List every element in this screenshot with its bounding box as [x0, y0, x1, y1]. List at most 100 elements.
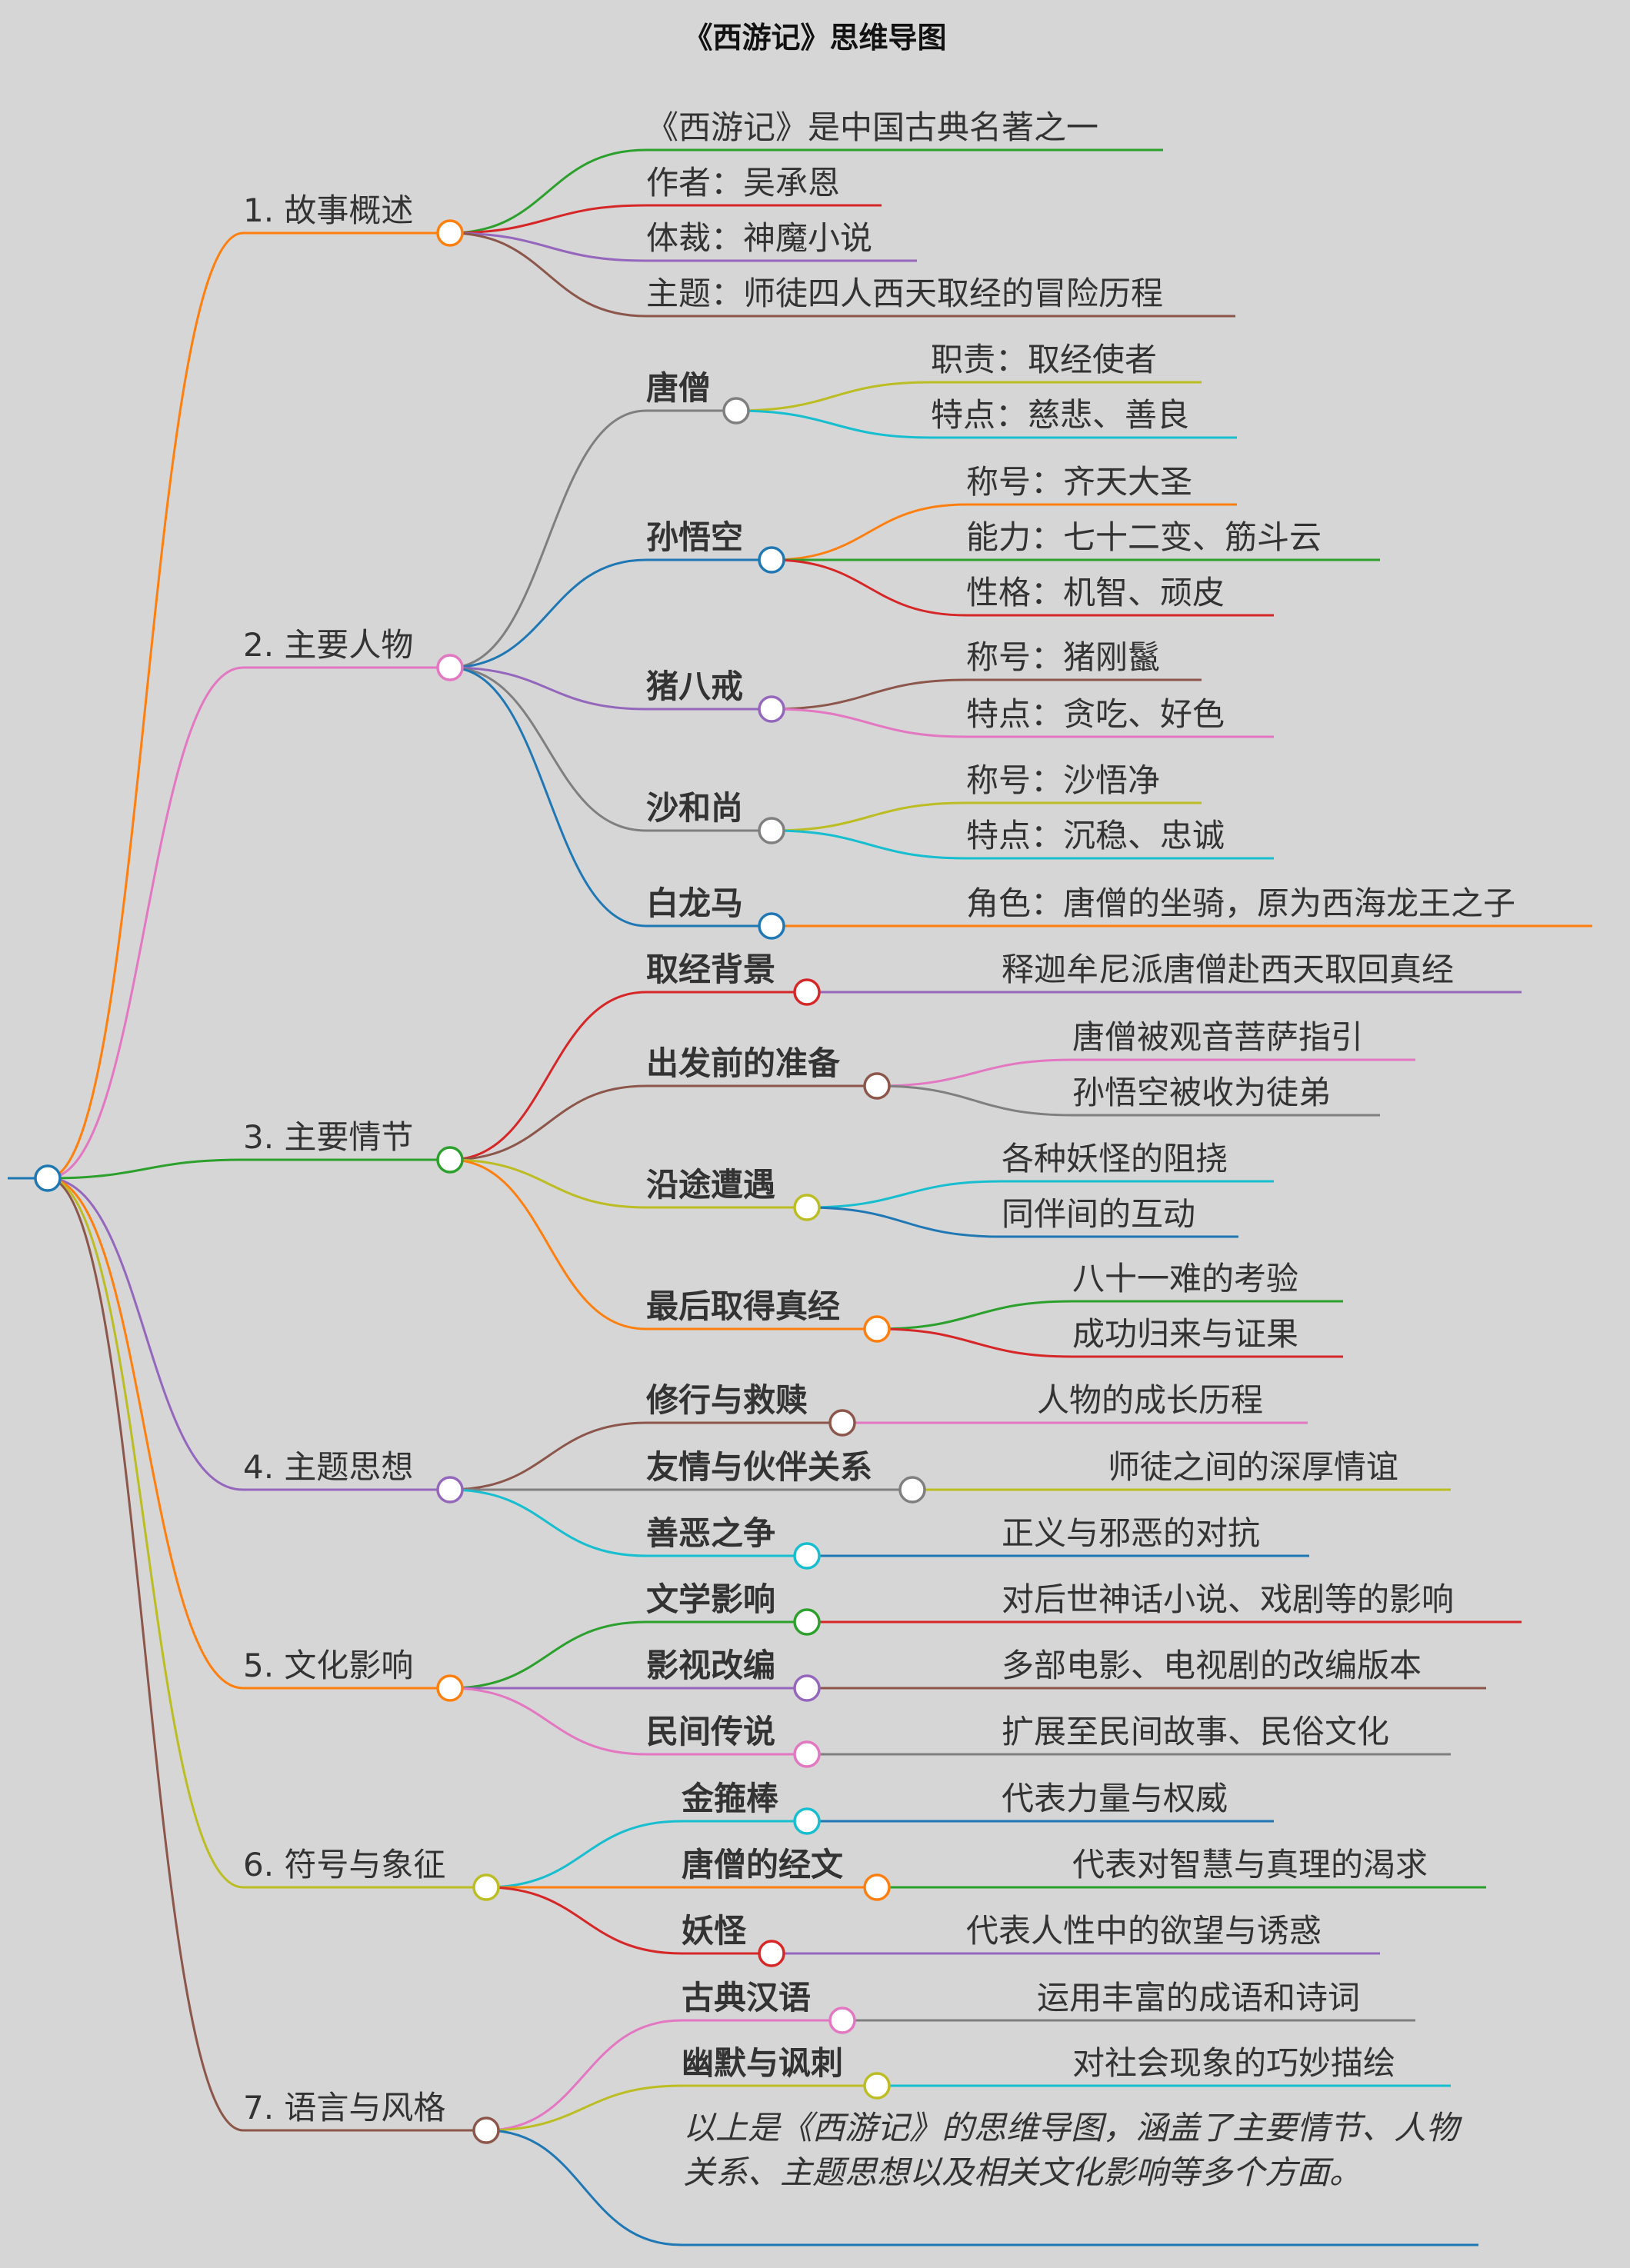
node-dot-b5c1[interactable] [793, 1608, 821, 1636]
link-b1c1 [449, 148, 647, 235]
node-label-b1c3: 体裁：神魔小说 [646, 219, 873, 257]
link-b6 [47, 1177, 244, 1889]
node-label-b5c1a: 对后世神话小说、戏剧等的影响 [1002, 1580, 1455, 1618]
link-b2c1 [449, 409, 647, 669]
node-label-b3: 3. 主要情节 [243, 1118, 414, 1156]
link-b2c1b [735, 409, 932, 439]
link-b2c4a [771, 801, 967, 832]
node-dot-b4[interactable] [436, 1476, 464, 1504]
node-label-b2c5a: 角色：唐僧的坐骑，原为西海龙王之子 [966, 884, 1516, 922]
node-dot-b3c3[interactable] [793, 1194, 821, 1221]
link-b2c4b [771, 829, 967, 860]
link-b3c3 [449, 1158, 647, 1209]
link-b3c4a [876, 1300, 1073, 1330]
node-dot-b6c3[interactable] [758, 1940, 785, 1967]
node-dot-b2c2[interactable] [758, 546, 785, 574]
link-b1c3 [449, 231, 647, 262]
node-dot-b6[interactable] [472, 1873, 500, 1901]
node-label-b5c2a: 多部电影、电视剧的改编版本 [1002, 1647, 1422, 1684]
link-b3c3b [806, 1206, 1002, 1238]
link-b4 [47, 1177, 244, 1491]
node-dot-b3c1[interactable] [793, 978, 821, 1006]
link-b2c3a [771, 678, 967, 711]
node-dot-b5[interactable] [436, 1674, 464, 1702]
node-dot-b6c2[interactable] [863, 1873, 891, 1901]
node-label-b2c3: 猪八戒 [646, 668, 744, 705]
node-label-b4c3a: 正义与邪恶的对抗 [1002, 1514, 1261, 1552]
link-b5c3 [449, 1687, 647, 1756]
node-label-b2c2a: 称号：齐天大圣 [966, 463, 1193, 501]
node-label-b5c2: 影视改编 [646, 1647, 776, 1684]
link-b6c1 [485, 1820, 682, 1889]
node-dot-b2c5[interactable] [758, 912, 785, 940]
node-label-b1c4: 主题：师徒四人西天取经的冒险历程 [646, 275, 1164, 312]
link-b4c3 [449, 1488, 647, 1557]
node-dot-b7c1[interactable] [828, 2007, 856, 2034]
node-dot-b5c3[interactable] [793, 1740, 821, 1768]
node-dot-b5c2[interactable] [793, 1674, 821, 1702]
node-dot-b2c1[interactable] [722, 397, 750, 425]
link-b3c2b [876, 1084, 1073, 1117]
node-dot-b2c4[interactable] [758, 817, 785, 844]
link-b6c3 [485, 1886, 682, 1955]
node-label-b2c5: 白龙马 [646, 884, 744, 922]
node-label-b2c4b: 特点：沉稳、忠诚 [966, 817, 1225, 854]
node-dot-b7c2[interactable] [863, 2072, 891, 2100]
node-dot-b4c1[interactable] [828, 1409, 856, 1437]
link-b7c2 [485, 2084, 682, 2132]
node-label-b3c3: 沿途遭遇 [646, 1166, 776, 1204]
node-label-b3c3a: 各种妖怪的阻挠 [1002, 1140, 1228, 1177]
node-dot-b4c3[interactable] [793, 1542, 821, 1570]
link-b2 [47, 666, 244, 1180]
link-b7c3 [485, 2129, 682, 2246]
node-label-b7c2: 幽默与讽刺 [682, 2044, 844, 2082]
node-label-b2c2: 孙悟空 [646, 518, 744, 556]
link-b3c3a [806, 1180, 1002, 1209]
link-b7 [47, 1177, 244, 2132]
node-dot-b2c3[interactable] [758, 695, 785, 723]
node-label-b6c1a: 代表力量与权威 [1002, 1780, 1228, 1817]
node-dot-b3c2[interactable] [863, 1072, 891, 1100]
node-dot-b2[interactable] [436, 654, 464, 681]
node-label-b6c3: 妖怪 [682, 1912, 747, 1950]
link-b1c4 [449, 231, 647, 318]
link-b1 [47, 231, 244, 1180]
link-b7c1 [485, 2019, 682, 2132]
link-b2c2c [771, 558, 967, 617]
link-b3 [47, 1158, 244, 1180]
node-label-b3c4a: 八十一难的考验 [1072, 1260, 1299, 1297]
node-label-b4c1a: 人物的成长历程 [1037, 1381, 1264, 1419]
node-dot-b7[interactable] [472, 2116, 500, 2144]
node-label-b2c4a: 称号：沙悟净 [966, 761, 1161, 799]
node-label-b2c3b: 特点：贪吃、好色 [966, 695, 1225, 733]
node-dot-b4c2[interactable] [898, 1476, 926, 1504]
node-label-b3c2b: 孙悟空被收为徒弟 [1072, 1074, 1332, 1111]
link-b3c1 [449, 991, 647, 1161]
page-title: 《西游记》思维导图 [683, 21, 947, 55]
node-label-b7c1a: 运用丰富的成语和诗词 [1037, 1979, 1361, 2017]
node-label-b3c2a: 唐僧被观音菩萨指引 [1072, 1018, 1364, 1056]
link-b2c3b [771, 708, 967, 738]
node-label-b5c1: 文学影响 [646, 1580, 776, 1618]
node-label-b3c1: 取经背景 [646, 951, 776, 988]
node-label-b4: 4. 主题思想 [243, 1448, 414, 1486]
node-label-b3c2: 出发前的准备 [646, 1044, 841, 1082]
root-node-dot[interactable] [34, 1164, 62, 1192]
node-dot-b3c4[interactable] [863, 1315, 891, 1343]
node-label-b2c2b: 能力：七十二变、筋斗云 [966, 518, 1322, 556]
node-label-b1c1: 《西游记》是中国古典名著之一 [646, 108, 1099, 146]
node-label-b4c3: 善恶之争 [646, 1514, 776, 1552]
node-dot-b6c1[interactable] [793, 1807, 821, 1835]
link-b2c3 [449, 666, 647, 711]
link-b4c1 [449, 1421, 647, 1491]
link-b3c2 [449, 1084, 647, 1161]
node-dot-b1[interactable] [436, 219, 464, 247]
node-label-b6c1: 金箍棒 [682, 1780, 779, 1817]
node-dot-b3[interactable] [436, 1146, 464, 1174]
node-label-b7c2a: 对社会现象的巧妙描绘 [1072, 2044, 1396, 2082]
node-label-b7: 7. 语言与风格 [243, 2089, 446, 2126]
link-b1c2 [449, 204, 647, 235]
node-label-b3c3b: 同伴间的互动 [1002, 1195, 1196, 1233]
